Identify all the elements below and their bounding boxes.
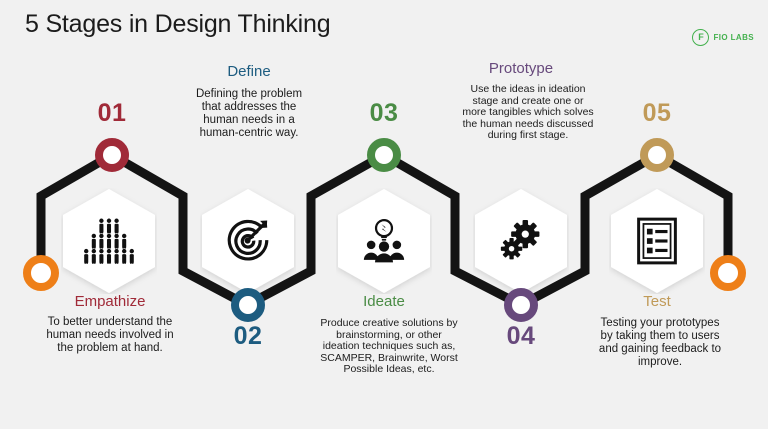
path-start-endpoint <box>23 255 59 291</box>
stage-label-5-text: Test <box>643 293 671 310</box>
page-title: 5 Stages in Design Thinking <box>25 10 331 38</box>
hexagon-shape <box>338 189 430 293</box>
stage-hexagon-4 <box>473 188 569 294</box>
brand-logo: F FIO LABS <box>692 29 754 46</box>
stage-label-4: Prototype <box>488 60 554 77</box>
target-dart-icon <box>221 214 275 268</box>
stage-label-5: Test <box>582 293 732 310</box>
stage-hexagon-1 <box>61 188 157 294</box>
path-end-endpoint <box>710 255 746 291</box>
stage-node-1 <box>95 138 129 172</box>
stage-description-4: Use the ideas in ideation stage and crea… <box>462 83 594 142</box>
stage-hexagon-5 <box>609 188 705 294</box>
stage-number-1: 01 <box>97 99 127 127</box>
stage-node-5 <box>640 138 674 172</box>
people-lightbulb-icon <box>357 214 411 268</box>
stage-node-2 <box>231 288 265 322</box>
stage-number-4: 04 <box>506 322 536 350</box>
stage-hexagon-3 <box>336 188 432 294</box>
stage-node-4 <box>504 288 538 322</box>
stage-hexagon-2 <box>200 188 296 294</box>
stage-number-2: 02 <box>233 322 263 350</box>
stage-description-5: Testing your prototypes by taking them t… <box>598 317 722 368</box>
brand-logo-text: FIO LABS <box>713 33 754 42</box>
stage-description-2: Defining the problem that addresses the … <box>195 88 303 139</box>
stage-label-1: Empathize <box>74 293 146 310</box>
stage-number-5: 05 <box>642 99 672 127</box>
stage-node-3 <box>367 138 401 172</box>
gears-icon <box>494 214 548 268</box>
stage-number-3: 03 <box>369 99 399 127</box>
stage-description-3: Produce creative solutions by brainstorm… <box>320 317 458 376</box>
checklist-document-icon <box>630 214 684 268</box>
stage-label-2: Define <box>227 63 271 80</box>
stage-label-3: Ideate <box>363 293 405 310</box>
fio-labs-mark-icon: F <box>692 29 710 46</box>
stage-description-1: To better understand the human needs inv… <box>46 316 174 354</box>
group-of-people-icon <box>82 214 136 268</box>
